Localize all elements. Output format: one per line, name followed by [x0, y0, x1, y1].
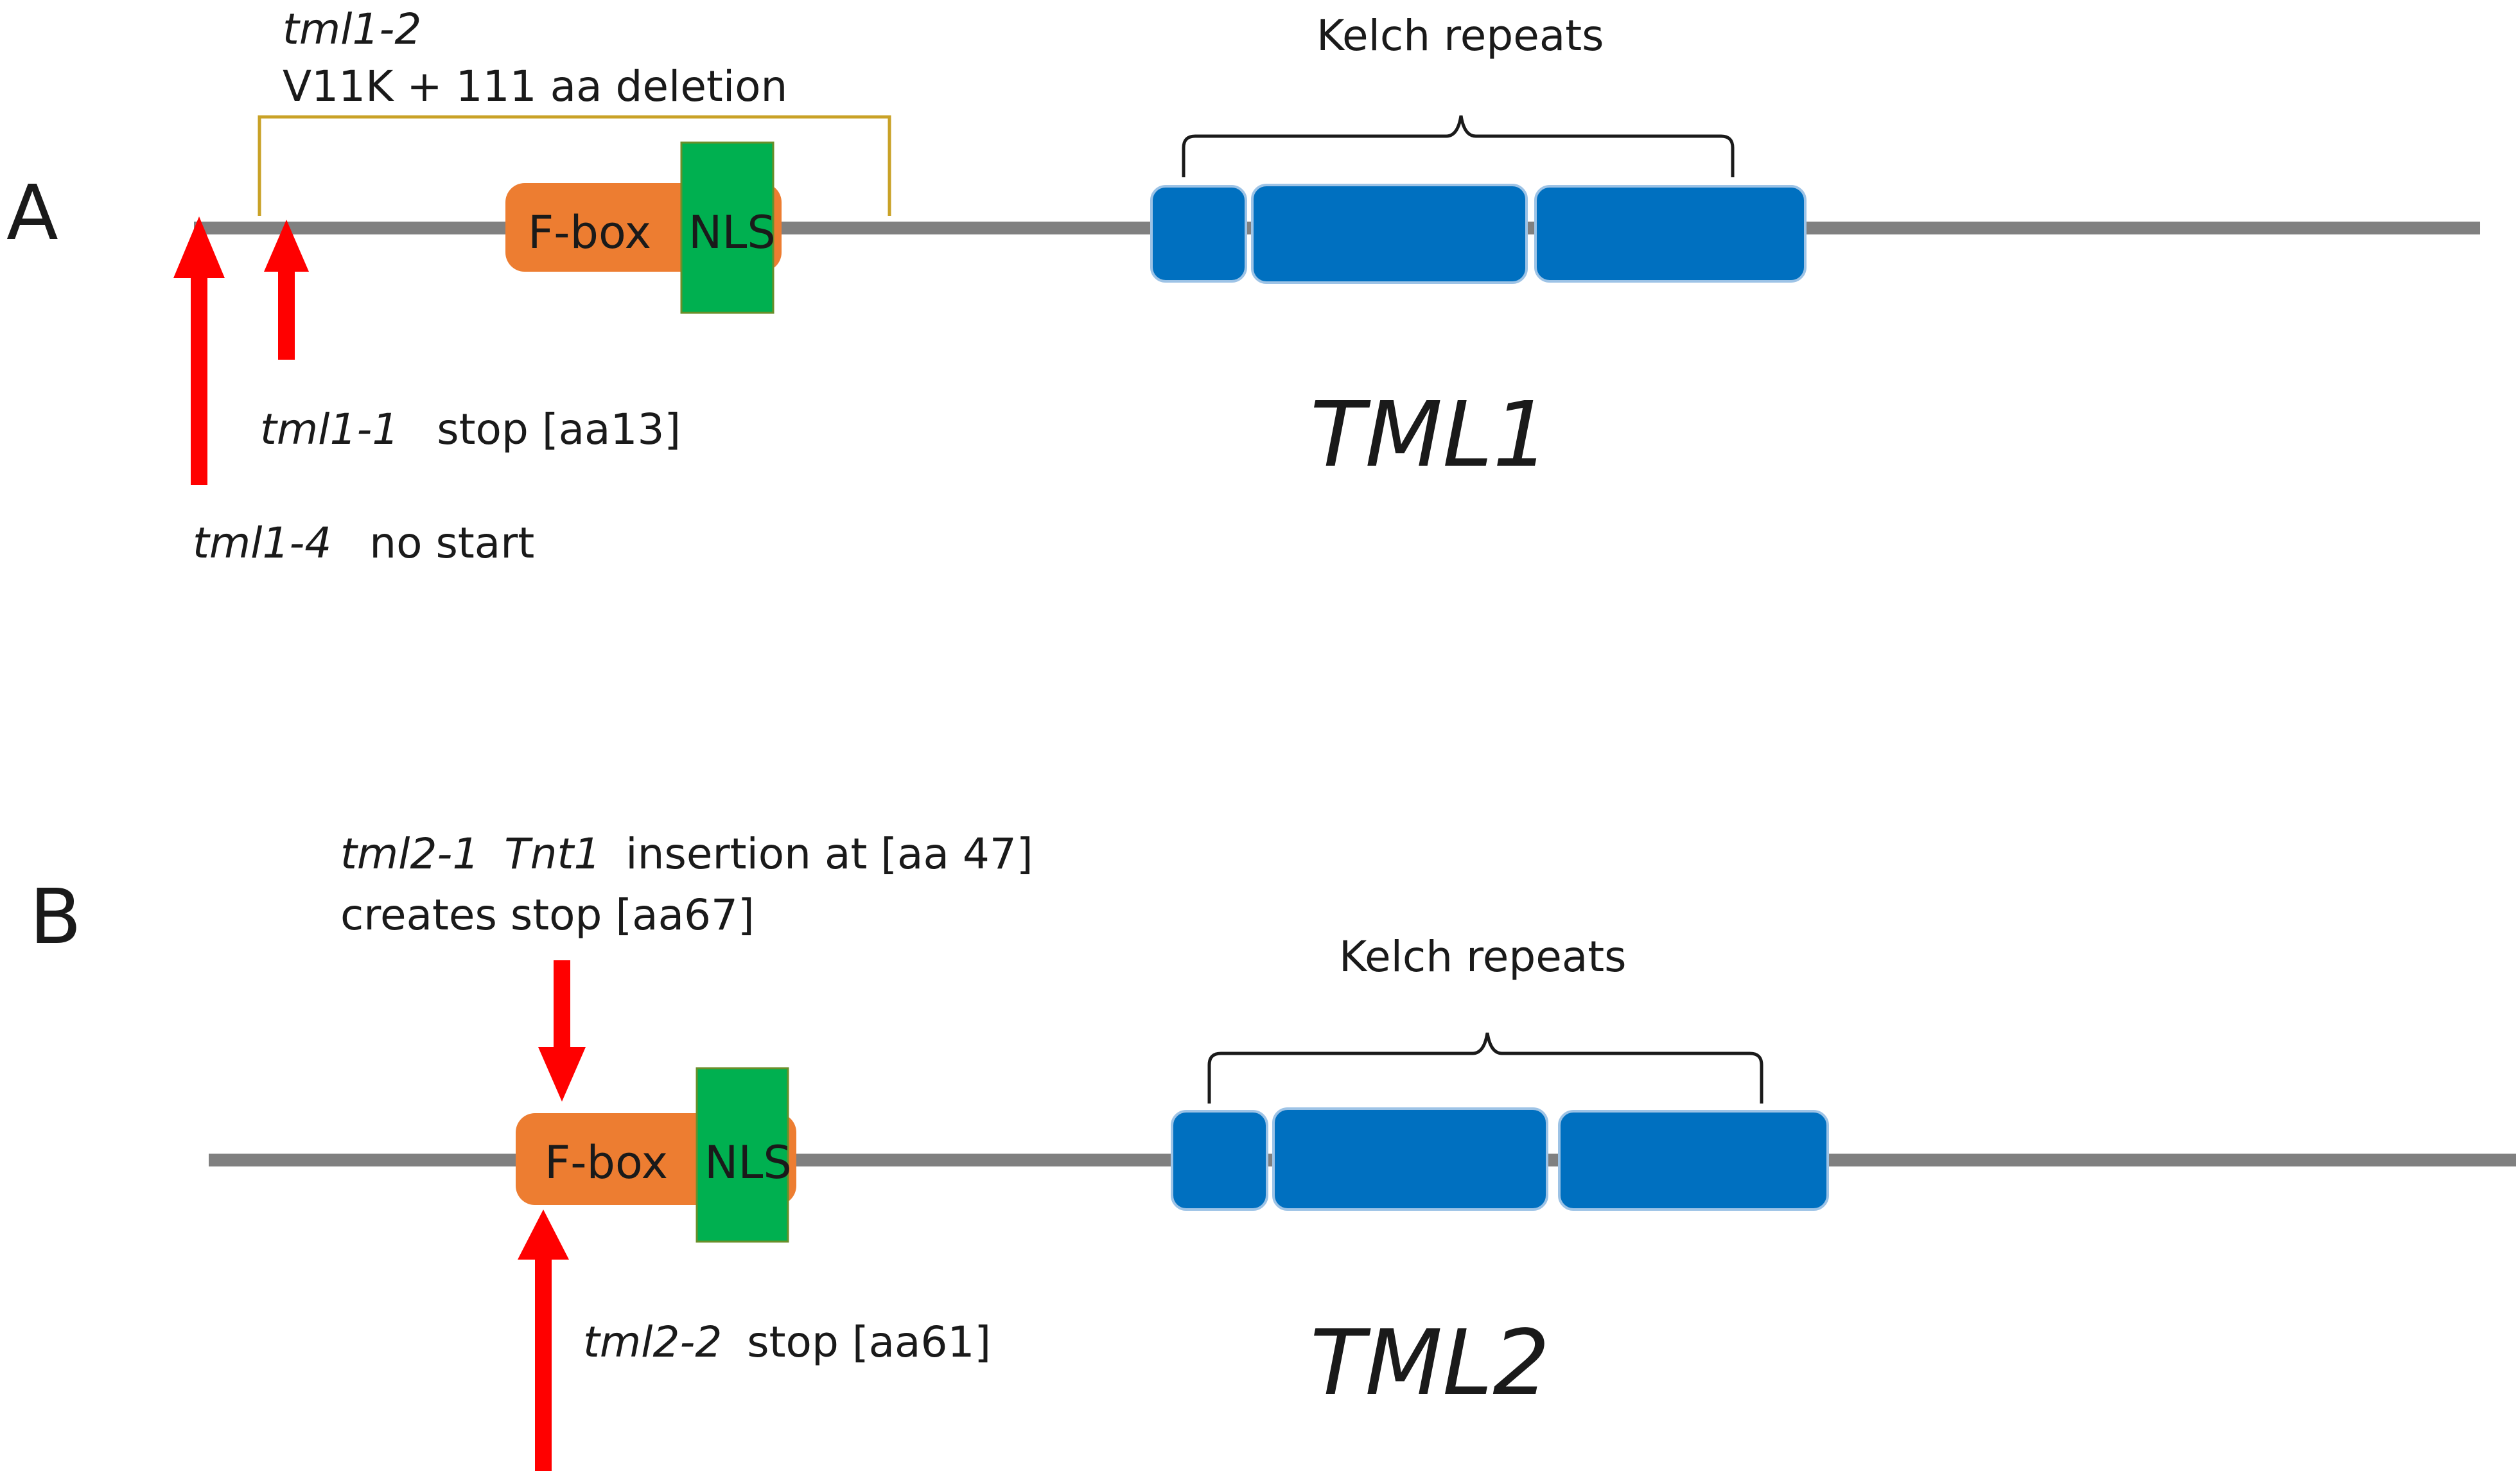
tml1-2-deletion-description: V11K + 111 aa deletion	[283, 62, 787, 111]
tml2-1-annotation-line-1: tml2-1 Tnt1 insertion at [aa 47]	[340, 829, 1033, 879]
tml1-gene-name: TML1	[1310, 383, 1550, 488]
tml1-2-deletion-bracket	[258, 115, 891, 216]
tml1-2-allele-name: tml1-2	[283, 4, 421, 54]
tml2-kelch-repeat-2	[1272, 1107, 1548, 1211]
tml2-2-allele-name: tml2-2	[583, 1317, 722, 1367]
tml1-kelch-repeat-3	[1534, 185, 1807, 283]
tml2-nls-label: NLS	[704, 1136, 792, 1189]
tml2-nls-domain	[696, 1067, 789, 1243]
tml2-2-description: stop [aa61]	[747, 1317, 991, 1367]
tml1-4-arrow	[173, 216, 225, 485]
panel-b-letter: B	[30, 872, 82, 961]
tml1-kelch-brace	[1182, 115, 1735, 177]
tml2-kelch-label: Kelch repeats	[1339, 932, 1627, 981]
tml2-1-description-line-2: creates stop [aa67]	[340, 890, 755, 940]
tml1-1-arrow	[264, 220, 309, 360]
tml1-fbox-label: F-box	[528, 206, 651, 259]
tml1-1-description: stop [aa13]	[437, 405, 681, 454]
tml1-1-allele-name: tml1-1	[260, 405, 399, 454]
panel-b: B tml2-1 Tnt1 insertion at [aa 47] creat…	[30, 829, 2516, 1471]
tml2-fbox-label: F-box	[545, 1136, 668, 1189]
tml1-4-description: no start	[369, 518, 534, 568]
tml2-1-element: Tnt1	[504, 829, 600, 879]
tml2-kelch-repeat-3	[1558, 1110, 1829, 1211]
tml2-1-description-line-1: insertion at [aa 47]	[626, 829, 1033, 879]
tml1-4-allele-name: tml1-4	[193, 518, 331, 568]
tml1-nls-domain	[680, 141, 774, 314]
tml2-kelch-repeat-1	[1171, 1110, 1268, 1211]
tml1-kelch-repeat-1	[1150, 185, 1247, 283]
tml2-1-arrow	[538, 960, 586, 1102]
tml2-gene-name: TML2	[1310, 1311, 1550, 1416]
panel-a: A tml1-2 V11K + 111 aa deletion F-box NL…	[6, 4, 2480, 568]
tml1-4-annotation: tml1-4 no start	[193, 518, 534, 568]
tml1-nls-label: NLS	[688, 206, 776, 259]
panel-a-letter: A	[6, 168, 58, 257]
tml2-2-annotation: tml2-2 stop [aa61]	[583, 1317, 991, 1367]
tml1-kelch-repeat-2	[1251, 184, 1528, 284]
tml2-kelch-brace	[1207, 1032, 1763, 1104]
tml1-kelch-label: Kelch repeats	[1317, 11, 1604, 60]
tml2-1-allele-name: tml2-1	[340, 829, 479, 879]
tml2-2-arrow	[518, 1210, 569, 1471]
tml1-1-annotation: tml1-1 stop [aa13]	[260, 405, 681, 454]
